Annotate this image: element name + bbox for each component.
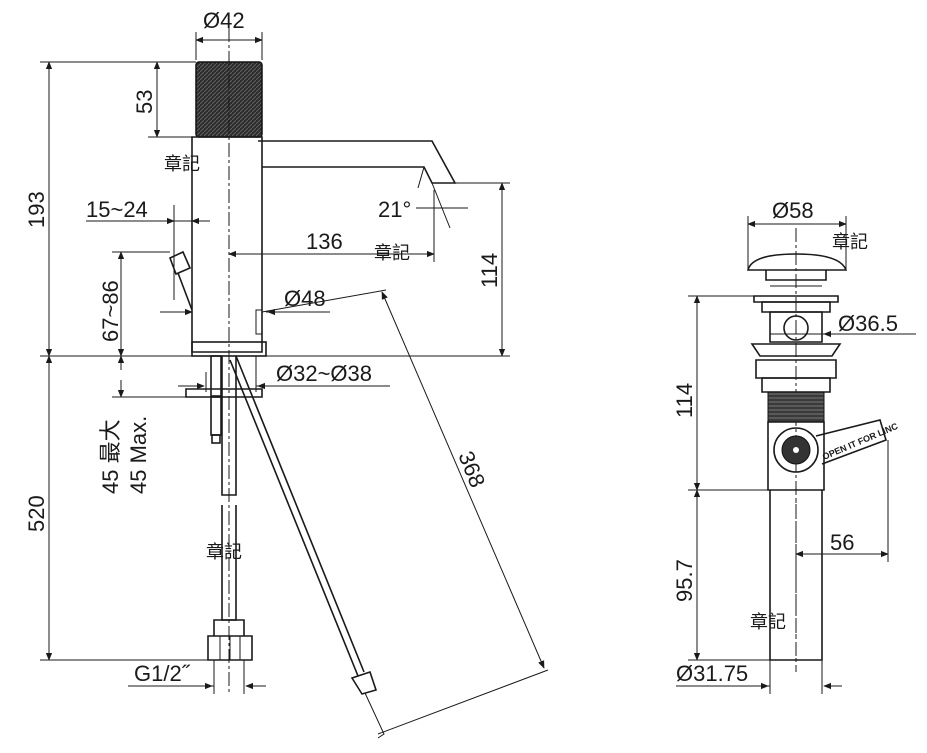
drain-cap [746, 253, 848, 271]
dim-max-thickness-en: 45 Max. [126, 416, 151, 494]
dim-handle-height: 53 [132, 90, 157, 114]
dim-handle-diameter: Ø42 [203, 8, 245, 33]
pop-up-rod [229, 355, 365, 677]
stamp-mark: 章記 [374, 243, 410, 263]
dim-below-length: 520 [24, 495, 49, 532]
faucet-spout [258, 140, 457, 184]
dim-spout-angle: 21° [378, 197, 411, 222]
drain-thread [767, 391, 825, 423]
dim-reach: 136 [306, 229, 343, 254]
stamp-mark: 章記 [206, 542, 242, 562]
faucet-dimensions: Ø42 53 193 15~24 21° 136 114 67~86 [24, 8, 549, 735]
dim-rod-length: 368 [453, 448, 490, 491]
dim-drain-height: 114 [672, 383, 697, 418]
stamp-mark: 章記 [750, 612, 786, 632]
dim-thread-diameter: Ø36.5 [838, 311, 898, 336]
pop-up-knob [168, 250, 192, 276]
dim-hole-diameter: Ø32~Ø38 [276, 361, 372, 386]
drain-dimensions: Ø58 Ø36.5 114 56 95.7 Ø31.75 章記 章記 [672, 198, 916, 694]
faucet-view [168, 28, 457, 739]
dim-lever-range: 15~24 [86, 197, 148, 222]
dim-thread-size: G1/2˝ [134, 661, 191, 686]
dim-knob-height: 67~86 [98, 280, 123, 342]
dim-max-thickness-cn: 45 最大 [98, 419, 123, 494]
drain-lever-port [773, 427, 819, 473]
dim-spout-height: 114 [477, 253, 502, 288]
stamp-mark: 章記 [164, 154, 200, 174]
dim-tail-length: 95.7 [672, 559, 697, 602]
drain-lever-arm [815, 419, 887, 465]
dim-cap-diameter: Ø58 [772, 198, 814, 223]
dim-tail-diameter: Ø31.75 [676, 661, 748, 686]
dim-total-height: 193 [24, 191, 49, 228]
hose-nut [207, 619, 253, 661]
stamp-mark: 章記 [832, 232, 868, 252]
drain-view: OPEN IT FOR LINC [746, 228, 900, 672]
faucet-body [191, 136, 263, 353]
dim-lever-offset: 56 [830, 530, 854, 555]
